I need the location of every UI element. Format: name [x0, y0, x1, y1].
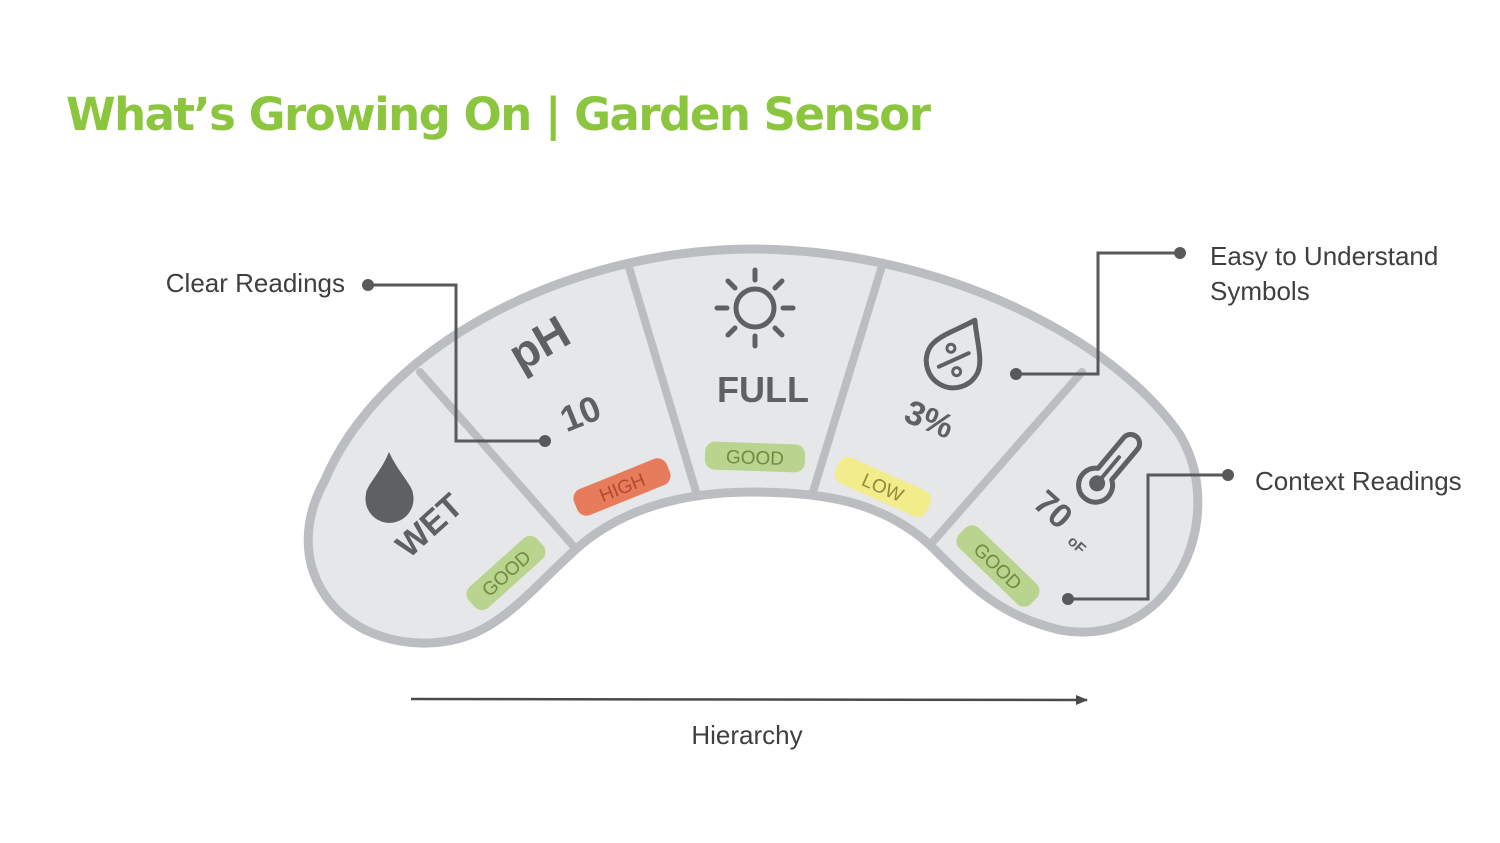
light-value: FULL: [717, 369, 809, 410]
callout-clear-readings-label: Clear Readings: [166, 268, 345, 298]
callout-context-readings: Context Readings: [1062, 466, 1462, 605]
callout-clear-readings: Clear Readings: [166, 268, 551, 447]
sun-icon: [714, 267, 796, 349]
light-status-badge: GOOD: [704, 441, 806, 473]
callout-symbols-label-line2: Symbols: [1210, 276, 1310, 306]
water-drop-icon: [365, 452, 414, 523]
hierarchy-arrow: [410, 694, 1088, 705]
segment-humidity: 3% LOW: [834, 317, 983, 517]
callout-context-readings-label: Context Readings: [1255, 466, 1462, 496]
callout-symbols-label-line1: Easy to Understand: [1210, 241, 1438, 271]
segment-light: FULL GOOD: [704, 267, 809, 473]
humidity-percent-icon: [923, 317, 983, 391]
segment-dividers: [416, 260, 1086, 552]
hierarchy-label: Hierarchy: [691, 720, 802, 750]
hierarchy-indicator: Hierarchy: [410, 694, 1088, 750]
callout-symbols: Easy to Understand Symbols: [1010, 241, 1438, 380]
thermometer-icon: [1076, 432, 1143, 505]
page-title: What’s Growing On | Garden Sensor: [66, 88, 931, 141]
light-status-label: GOOD: [726, 447, 785, 470]
